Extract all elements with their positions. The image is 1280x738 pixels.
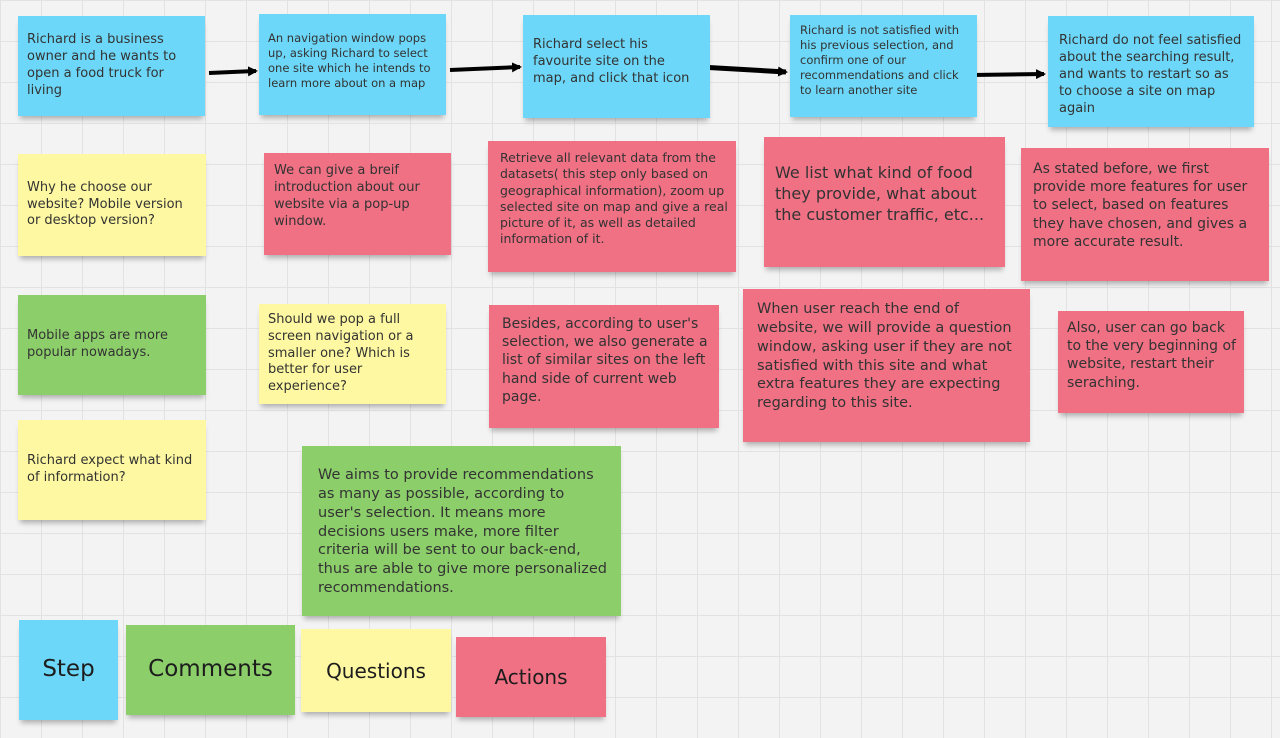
comment-note-1[interactable]: Mobile apps are more popular nowadays. [18, 295, 206, 395]
legend-comments[interactable]: Comments [126, 625, 295, 715]
step-note-text: An navigation window pops up, asking Ric… [268, 31, 431, 90]
question-note-1[interactable]: Why he choose our website? Mobile versio… [18, 154, 206, 256]
question-note-2[interactable]: Should we pop a full screen navigation o… [259, 304, 446, 404]
comment-note-text: Mobile apps are more popular nowadays. [27, 328, 168, 360]
action-note-text: Retrieve all relevant data from the data… [500, 150, 728, 247]
action-note-6[interactable]: When user reach the end of website, we w… [743, 289, 1030, 442]
step-note-text: Richard is a business owner and he wants… [27, 32, 177, 98]
step-note-1[interactable]: Richard is a business owner and he wants… [18, 16, 205, 116]
step-note-text: Richard do not feel satisfied about the … [1059, 33, 1242, 116]
comment-note-2[interactable]: We aims to provide recommendations as ma… [302, 446, 621, 616]
step-note-4[interactable]: Richard is not satisfied with his previo… [790, 15, 977, 117]
step-note-3[interactable]: Richard select his favourite site on the… [523, 15, 710, 118]
question-note-text: Richard expect what kind of information? [27, 453, 193, 485]
legend-actions[interactable]: Actions [456, 637, 606, 717]
action-note-text: We list what kind of food they provide, … [775, 163, 985, 224]
question-note-text: Should we pop a full screen navigation o… [268, 311, 414, 395]
legend-questions-label: Questions [326, 658, 426, 683]
step-note-text: Richard select his favourite site on the… [533, 37, 690, 86]
action-note-text: As stated before, we first provide more … [1033, 161, 1248, 250]
legend-comments-label: Comments [148, 656, 273, 683]
flow-arrow-2 [449, 62, 522, 73]
action-note-4[interactable]: As stated before, we first provide more … [1021, 148, 1269, 281]
action-note-text: When user reach the end of website, we w… [757, 301, 1012, 412]
action-note-5[interactable]: Besides, according to user's selection, … [489, 305, 719, 428]
flow-arrow-3 [699, 64, 788, 77]
action-note-3[interactable]: We list what kind of food they provide, … [764, 137, 1005, 267]
step-note-5[interactable]: Richard do not feel satisfied about the … [1048, 16, 1254, 127]
comment-note-text: We aims to provide recommendations as ma… [318, 467, 607, 597]
flow-arrow-4 [971, 69, 1046, 80]
legend-step[interactable]: Step [19, 620, 118, 720]
legend-actions-label: Actions [494, 665, 568, 689]
legend-questions[interactable]: Questions [301, 629, 451, 712]
question-note-3[interactable]: Richard expect what kind of information? [18, 420, 206, 520]
action-note-text: We can give a breif introduction about o… [274, 163, 420, 229]
action-note-text: Also, user can go back to the very begin… [1067, 320, 1236, 391]
step-note-2[interactable]: An navigation window pops up, asking Ric… [259, 14, 446, 115]
action-note-7[interactable]: Also, user can go back to the very begin… [1058, 311, 1244, 413]
action-note-1[interactable]: We can give a breif introduction about o… [264, 153, 451, 255]
flow-arrow-1 [208, 66, 258, 77]
question-note-text: Why he choose our website? Mobile versio… [27, 179, 183, 229]
step-note-text: Richard is not satisfied with his previo… [800, 23, 960, 97]
legend-step-label: Step [42, 656, 95, 683]
action-note-2[interactable]: Retrieve all relevant data from the data… [488, 141, 736, 272]
action-note-text: Besides, according to user's selection, … [502, 316, 708, 405]
